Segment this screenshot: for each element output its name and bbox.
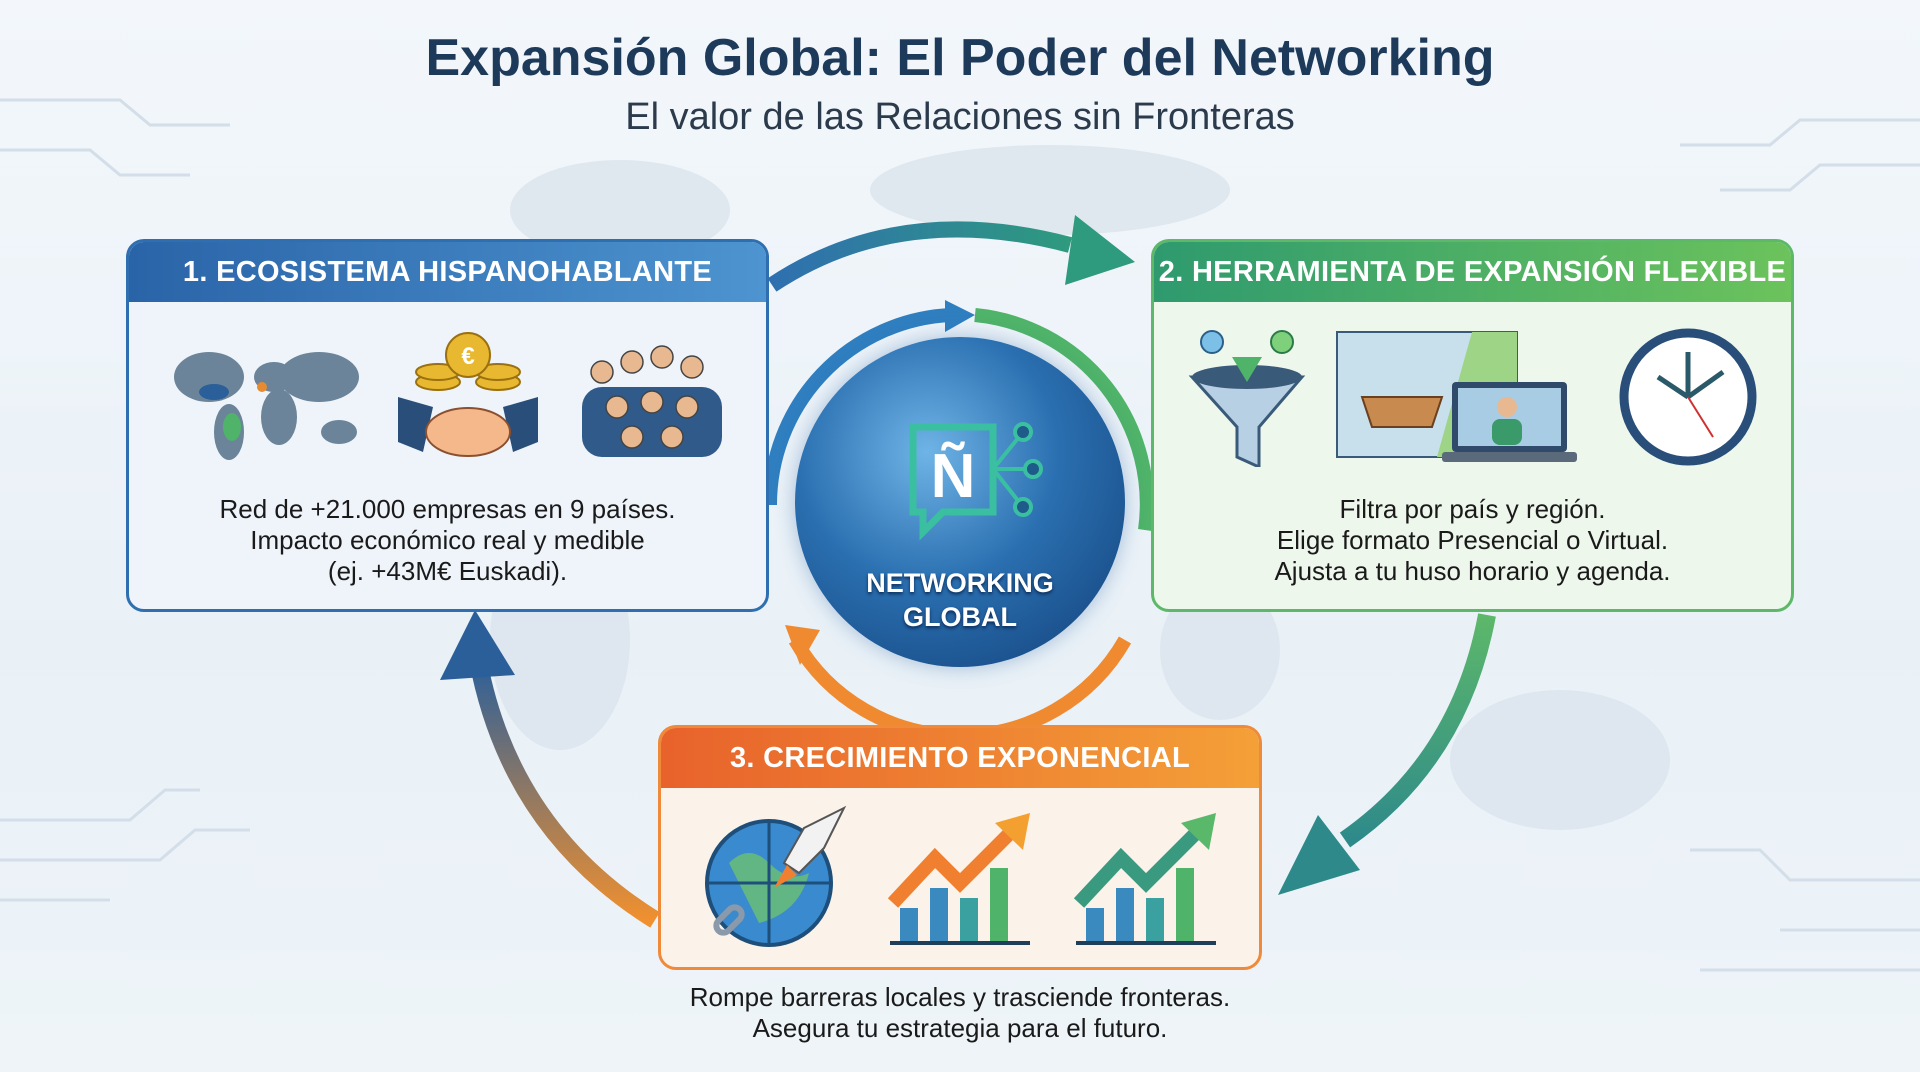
- networking-globe: [795, 337, 1125, 667]
- arrow-right: [1339, 613, 1496, 848]
- world-map-icon: [173, 352, 359, 460]
- funnel-icon: [1188, 330, 1306, 467]
- section-line: Asegura tu estrategia para el futuro.: [752, 1013, 1168, 1043]
- section-line: Filtra por país y región.: [1339, 494, 1606, 524]
- meeting-laptop-icon: [1336, 331, 1578, 462]
- section-herramienta: 2. HERRAMIENTA DE EXPANSIÓN FLEXIBLE Fil…: [1151, 239, 1794, 612]
- section-title: 1. ECOSISTEMA HISPANOHABLANTE: [129, 242, 766, 302]
- section-crecimiento: 3. CRECIMIENTO EXPONENCIAL: [658, 725, 1262, 970]
- arrow-left-head: [440, 610, 515, 680]
- arrow-right-head: [1278, 815, 1360, 895]
- arrow-top-head: [1065, 215, 1135, 285]
- globe-rocket-icon: [705, 805, 847, 947]
- arrow-left: [469, 658, 660, 928]
- section-title: 2. HERRAMIENTA DE EXPANSIÓN FLEXIBLE: [1154, 242, 1791, 302]
- section-title: 3. CRECIMIENTO EXPONENCIAL: [661, 728, 1259, 788]
- network-logo-icon: Ñ: [909, 422, 1043, 541]
- growth-chart-icon: [887, 813, 1030, 945]
- section-ecosistema: 1. ECOSISTEMA HISPANOHABLANTE € Red de +…: [126, 239, 769, 612]
- hub-label-line2: GLOBAL: [903, 602, 1017, 632]
- logo-letter: Ñ: [931, 442, 976, 511]
- section-line: Red de +21.000 empresas en 9 países.: [219, 494, 676, 524]
- svg-text:€: €: [461, 343, 474, 370]
- hub-label-line1: NETWORKING: [866, 568, 1054, 598]
- section-line: Rompe barreras locales y trasciende fron…: [689, 982, 1231, 1012]
- clock-icon: [1619, 328, 1757, 466]
- growth-chart-icon: [1073, 813, 1216, 945]
- section-line: Elige formato Presencial o Virtual.: [1276, 525, 1669, 555]
- section-line: (ej. +43M€ Euskadi).: [327, 556, 568, 586]
- handshake-coins-icon: €: [397, 332, 538, 457]
- people-group-icon: [581, 345, 722, 457]
- section-line: Ajusta a tu huso horario y agenda.: [1274, 556, 1671, 586]
- arrow-top: [767, 221, 1073, 292]
- section-line: Impacto económico real y medible: [250, 525, 645, 555]
- page-title: Expansión Global: El Poder del Networkin…: [425, 29, 1495, 87]
- ring-green: [974, 308, 1154, 531]
- page-subtitle: El valor de las Relaciones sin Fronteras: [625, 96, 1295, 138]
- ring-blue: [762, 308, 951, 506]
